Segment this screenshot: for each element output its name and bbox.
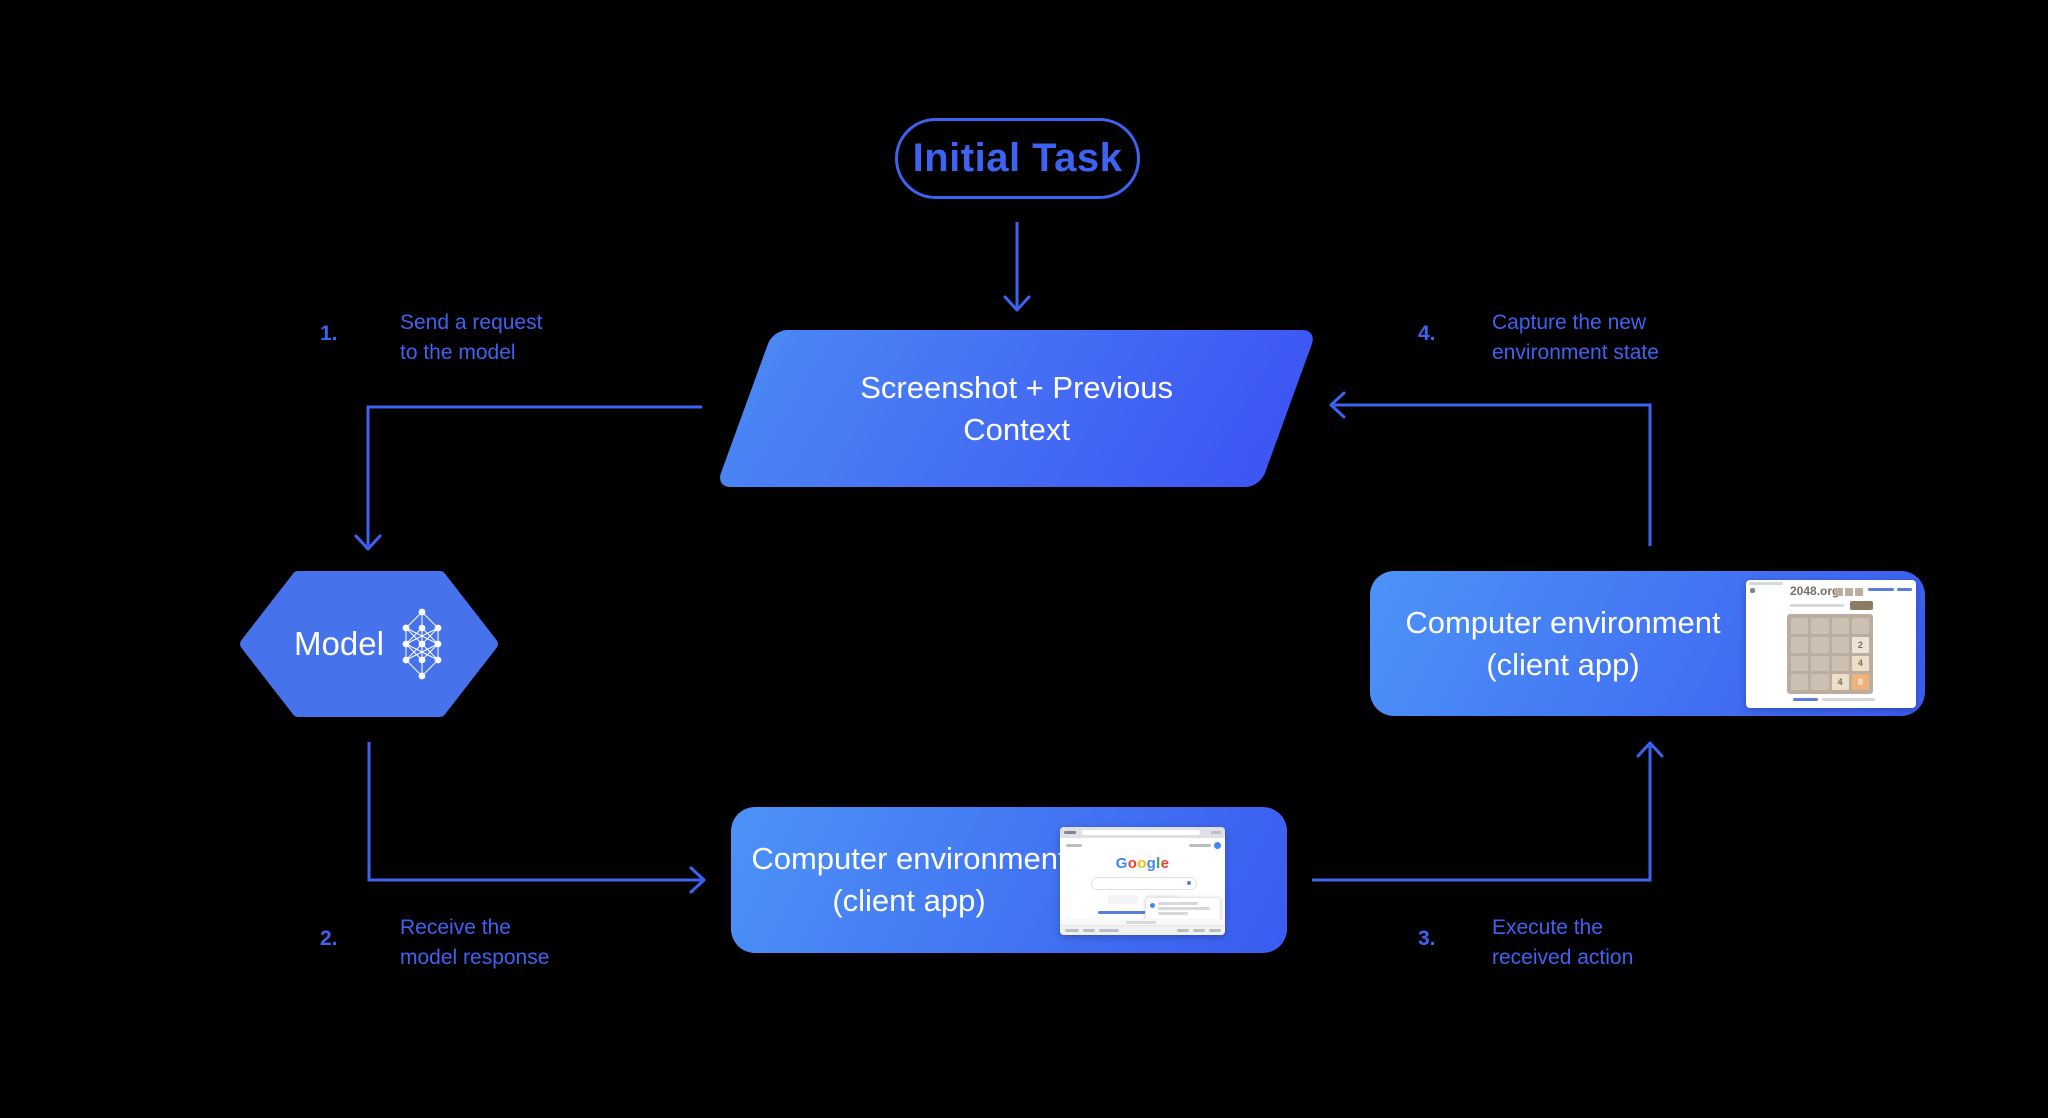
browser-chrome-bar [1060,827,1225,838]
step-4-label: Capture the new environment state [1492,311,1659,364]
google-logo: Google [1115,855,1170,872]
screenshot-context-node: Screenshot + Previous Context [715,330,1317,487]
arrow-model-to-env [367,742,706,894]
score-box [1835,588,1843,596]
step-3-number: 3. [1418,927,1436,950]
env-node-bottom-label: Computer environment (client app) [751,841,1067,918]
initial-task-label: Initial Task [912,136,1123,180]
game-2048-grid: 2 4 4 8 [1787,614,1873,694]
footer-links-bar [1060,925,1225,935]
arrow-env-to-env [1312,741,1664,882]
avatar [1214,842,1221,849]
neural-network-icon [402,608,442,680]
step-2-number: 2. [320,927,338,950]
region-strip [1060,919,1225,926]
arrow-screenshot-to-model [354,405,702,551]
score-box [1845,588,1853,596]
new-game-button [1850,601,1873,610]
search-input [1091,877,1197,890]
env-node-right: Computer environment (client app) 2048.o… [1370,571,1925,716]
step-1-label: Send a request to the model [400,311,543,364]
game-2048-thumbnail: 2048.org 2 4 4 8 [1746,580,1916,708]
env-node-right-label: Computer environment (client app) [1405,604,1721,682]
step-3-label: Execute the received action [1492,916,1634,969]
arrow-task-to-screenshot [1003,222,1031,312]
step-4-number: 4. [1418,322,1436,345]
hexagon-shape [240,571,498,717]
model-node: Model [239,570,499,718]
step-1-number: 1. [320,322,338,345]
env-node-bottom: Computer environment (client app) Google [731,807,1287,953]
step-2-label: Receive the model response [400,916,550,969]
arrow-env-to-screenshot [1329,391,1652,546]
tile-2: 2 [1851,636,1869,653]
initial-task-node: Initial Task [895,118,1140,199]
search-button [1108,895,1138,904]
site-title-2048: 2048.org [1790,584,1840,598]
google-screenshot-thumbnail: Google [1060,827,1225,935]
tile-4: 4 [1851,655,1869,672]
screenshot-context-label: Screenshot + Previous Context [860,369,1173,447]
model-label: Model [294,625,384,662]
score-box [1855,588,1863,596]
tile-8: 8 [1851,674,1869,690]
tile-4: 4 [1831,674,1849,690]
